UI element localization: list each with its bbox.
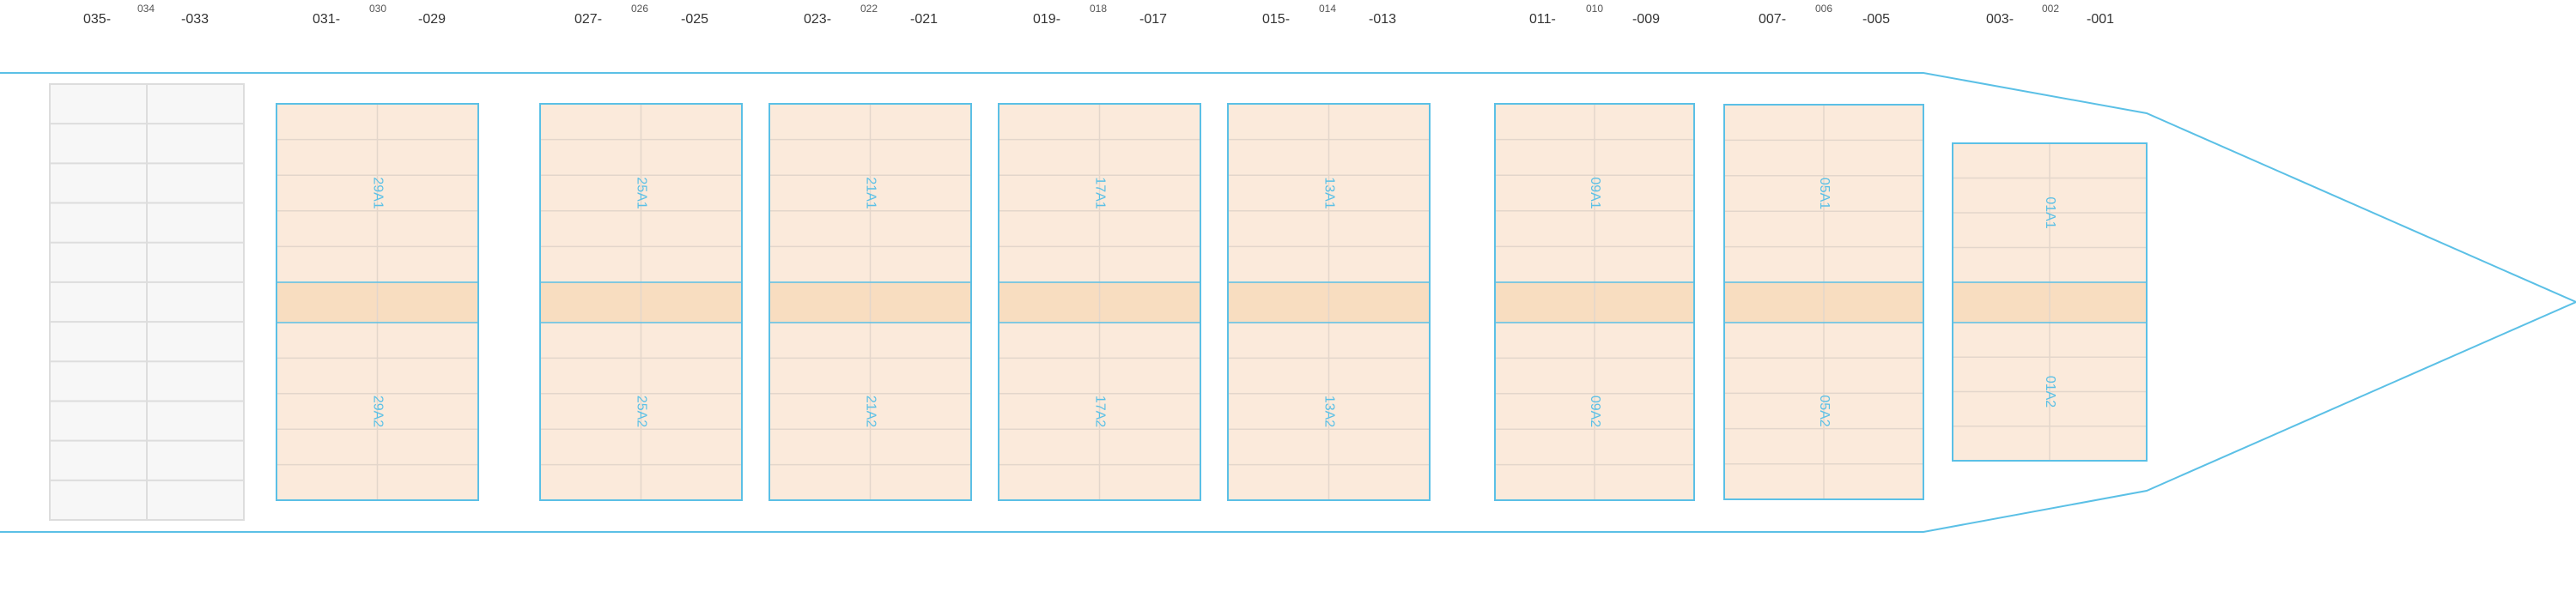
bay-number-center: 030 <box>369 3 387 15</box>
cargo-hold-09: 09A1 09A2 <box>1494 103 1695 501</box>
cargo-hold-13: 13A1 13A2 <box>1227 103 1431 501</box>
ship-hull-outline <box>0 72 2576 533</box>
bay-number-center: 014 <box>1319 3 1337 15</box>
bay-number-left: 027- <box>574 12 603 27</box>
hold-upper-label: 05A1 <box>1817 178 1832 209</box>
hold-upper-label: 09A1 <box>1588 177 1602 208</box>
bay-number-right: -009 <box>1632 12 1661 27</box>
bay-number-right: -025 <box>681 12 709 27</box>
bay-number-left: 003- <box>1986 12 2014 27</box>
hold-lower-label: 01A2 <box>2043 376 2057 408</box>
cargo-hold-01: 01A1 01A2 <box>1952 142 2148 462</box>
hold-upper-label: 29A1 <box>370 177 385 208</box>
empty-bay-grid <box>49 83 245 521</box>
hold-lower-label: 17A2 <box>1092 396 1107 427</box>
bay-number-left: 023- <box>804 12 832 27</box>
cargo-hold-29: 29A1 29A2 <box>276 103 479 501</box>
hold-border <box>1723 104 1924 500</box>
bay-number-center: 002 <box>2042 3 2060 15</box>
hold-lower-label: 25A2 <box>634 396 648 427</box>
hold-upper-label: 13A1 <box>1321 177 1336 208</box>
hold-border <box>276 103 479 501</box>
cargo-hold-21: 21A1 21A2 <box>769 103 972 501</box>
hold-border <box>1227 103 1431 501</box>
cargo-holds: 29A1 29A2 25A1 25A2 21A1 21A2 17A1 17A2 13A1 13A2… <box>276 103 2148 501</box>
bay-number-center: 010 <box>1586 3 1604 15</box>
hold-border <box>1952 142 2148 462</box>
hold-border <box>539 103 743 501</box>
hold-lower-label: 29A2 <box>370 396 385 427</box>
cargo-hold-17: 17A1 17A2 <box>998 103 1201 501</box>
hold-lower-label: 09A2 <box>1588 396 1602 427</box>
bay-number-left: 031- <box>313 12 341 27</box>
bay-number-center: 026 <box>631 3 649 15</box>
bay-number-left: 015- <box>1262 12 1291 27</box>
hold-lower-label: 05A2 <box>1817 395 1832 426</box>
bay-number-center: 018 <box>1090 3 1108 15</box>
bay-number-center: 022 <box>860 3 878 15</box>
bay-number-left: 035- <box>83 12 112 27</box>
bay-number-right: -033 <box>181 12 210 27</box>
hold-border <box>769 103 972 501</box>
cargo-hold-05: 05A1 05A2 <box>1723 104 1924 500</box>
bay-number-center: 006 <box>1815 3 1833 15</box>
hold-lower-label: 21A2 <box>863 396 878 427</box>
bay-number-left: 007- <box>1759 12 1787 27</box>
bay-number-left: 019- <box>1033 12 1061 27</box>
bay-number-right: -013 <box>1369 12 1397 27</box>
bay-number-center: 034 <box>137 3 155 15</box>
hold-border <box>998 103 1201 501</box>
hold-lower-label: 13A2 <box>1321 396 1336 427</box>
bay-number-right: -029 <box>418 12 447 27</box>
bay-number-right: -017 <box>1139 12 1168 27</box>
hold-upper-label: 25A1 <box>634 177 648 208</box>
cargo-hold-25: 25A1 25A2 <box>539 103 743 501</box>
bay-number-right: -001 <box>2087 12 2115 27</box>
hold-upper-label: 01A1 <box>2043 196 2057 228</box>
hold-upper-label: 21A1 <box>863 177 878 208</box>
hold-border <box>1494 103 1695 501</box>
bay-number-right: -005 <box>1862 12 1891 27</box>
hold-upper-label: 17A1 <box>1092 177 1107 208</box>
bay-number-left: 011- <box>1529 12 1556 27</box>
bay-number-right: -021 <box>910 12 939 27</box>
